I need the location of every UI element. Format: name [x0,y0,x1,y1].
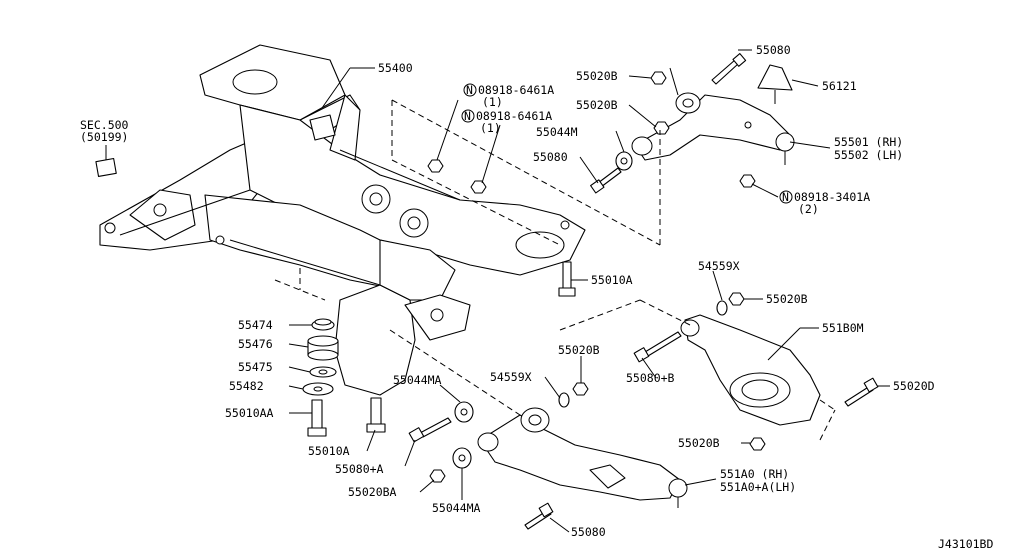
callout-55020B-3: 55020B [766,292,808,306]
nut-marker-letter: N [782,190,789,204]
nut-marker-letter: N [466,83,473,97]
assembly-guide-lines [274,99,836,441]
callout-55020D: 55020D [893,379,935,393]
nut-marker-icon [461,109,475,123]
callout-55020B-2: 55020B [576,98,618,112]
callout-55080-B: 55080+B [626,371,675,385]
callout-55080-top: 55080 [756,43,791,57]
callout-55020B-5: 55020B [678,436,720,450]
callout-55044M: 55044M [536,125,578,139]
callout-55020B-1: 55020B [576,69,618,83]
callout-08918-3401A-qty: (2) [798,202,819,216]
callout-55010A-left: 55010A [308,444,350,458]
callout-55080-A: 55080+A [335,462,384,476]
callout-55400: 55400 [378,61,413,75]
callout-55482: 55482 [229,379,264,393]
callout-55502: 55502 (LH) [834,148,903,162]
callout-08918-6461A-1: 08918-6461A [478,83,554,97]
rear-suspension-member [99,44,586,396]
upper-link-arm [631,92,795,165]
diagram-id: J43101BD [938,537,993,551]
callout-55080-bot: 55080 [571,525,606,539]
nut-marker-icon [779,190,793,204]
callout-55080-mid: 55080 [533,150,568,164]
callout-08918-6461A-2: 08918-6461A [476,109,552,123]
nut-marker-letter: N [464,109,471,123]
callout-551B0M: 551B0M [822,321,864,335]
callout-55044MA-1: 55044MA [393,373,442,387]
fasteners [408,53,879,530]
callout-55044MA-2: 55044MA [432,501,481,515]
callout-54559X-mid: 54559X [490,370,532,384]
callout-08918-6461A-1-qty: (1) [482,95,503,109]
leader-lines [105,49,890,533]
lower-arm [477,407,688,508]
callout-55020B-4: 55020B [558,343,600,357]
nut-marker-icon [463,83,477,97]
section-ref-line2: (50199) [80,130,128,144]
callout-55501: 55501 (RH) [834,135,903,149]
callout-56121: 56121 [822,79,857,93]
callout-55474: 55474 [238,318,273,332]
section-ref-line1: SEC.500 [80,118,129,132]
callout-55476: 55476 [238,337,273,351]
callout-55475: 55475 [238,360,273,374]
callout-55010A-right: 55010A [591,273,633,287]
callout-551A0: 551A0 (RH) [720,467,789,481]
lower-spring-link [680,314,821,426]
mount-parts-stack [95,157,386,437]
callout-551A0-A: 551A0+A(LH) [720,480,796,494]
callout-08918-3401A: 08918-3401A [794,190,870,204]
callout-55010AA: 55010AA [225,406,274,420]
callout-labels: 55400 SEC.500 (50199) 55080 56121 55020B… [80,43,993,551]
callout-55020BA: 55020BA [348,485,397,499]
callout-54559X-right: 54559X [698,259,740,273]
callout-08918-6461A-2-qty: (1) [480,121,501,135]
bump-stopper [757,64,793,104]
